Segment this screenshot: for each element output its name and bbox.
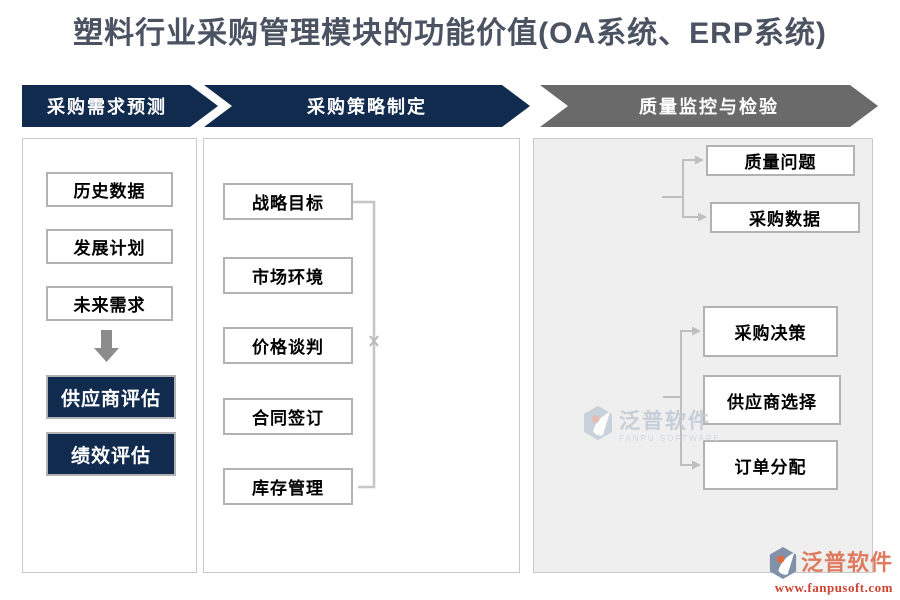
box-supplier-selection: 供应商选择 [703,375,841,425]
watermark-center: 泛普软件 FANPU SOFTWARE [582,406,721,443]
footer-logo: 泛普软件 www.fanpusoft.com [768,547,893,596]
box-quality-issues: 质量问题 [706,145,855,176]
footer-logo-name: 泛普软件 [800,549,893,575]
fanpu-logo-icon [769,547,797,579]
box-label: 市场环境 [252,268,324,287]
box-strategic-goal: 战略目标 [223,183,353,220]
box-label: 采购数据 [749,210,821,229]
footer-logo-url: www.fanpusoft.com [774,580,893,595]
box-label: 库存管理 [252,479,324,498]
stage-banner-demand-forecast: 采购需求预测 [22,85,218,127]
box-label: 绩效评估 [70,445,151,467]
box-label: 价格谈判 [252,338,324,357]
box-label: 采购决策 [734,324,807,343]
box-label: 供应商选择 [727,392,817,412]
box-inventory-management: 库存管理 [223,468,353,505]
box-development-plan: 发展计划 [46,229,173,264]
box-label: 质量问题 [744,153,817,172]
box-label: 未来需求 [73,296,146,315]
stage-banner-label: 采购需求预测 [47,97,167,117]
box-market-environment: 市场环境 [223,257,353,294]
box-label: 订单分配 [734,457,807,477]
stage-banner-label: 采购策略制定 [307,97,427,117]
box-label: 发展计划 [73,239,146,258]
box-label: 战略目标 [252,194,324,213]
box-historical-data: 历史数据 [46,172,173,207]
box-order-allocation: 订单分配 [703,440,838,490]
watermark-subtitle: FANPU SOFTWARE [619,434,721,443]
box-label: 历史数据 [73,182,146,201]
watermark-name: 泛普软件 [619,410,711,433]
box-procurement-data: 采购数据 [710,202,860,233]
box-label: 供应商评估 [60,388,161,410]
page-title: 塑料行业采购管理模块的功能价值(OA系统、ERP系统) [73,17,827,50]
stage-banner-label: 质量监控与检验 [639,97,779,117]
box-future-demand: 未来需求 [46,286,173,321]
fanpu-logo-icon [584,406,612,440]
stage-banner-quality: 质量监控与检验 [540,85,878,127]
box-price-negotiation: 价格谈判 [223,327,353,364]
box-contract-signing: 合同签订 [223,398,353,435]
stage-banner-strategy: 采购策略制定 [204,85,530,127]
box-performance-evaluation: 绩效评估 [46,432,176,476]
box-procurement-decision: 采购决策 [703,306,838,357]
box-label: 合同签订 [252,409,324,428]
box-supplier-evaluation: 供应商评估 [46,375,176,419]
